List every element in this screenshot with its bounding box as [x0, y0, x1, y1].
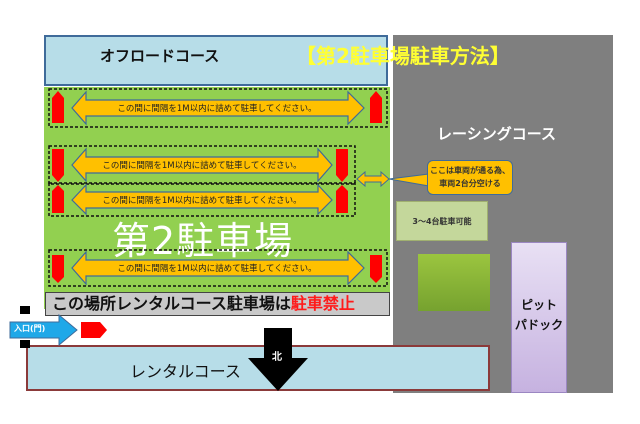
double-arrow-icon [71, 90, 365, 126]
small-parking-label: 3～4台駐車可能 [412, 216, 472, 226]
gate-post-icon [20, 306, 30, 314]
parking-row-2: この間に間隔を1M以内に詰めて駐車してください。 [48, 145, 358, 187]
double-arrow-icon [71, 250, 365, 286]
entrance-label: 入口(門) [14, 324, 46, 333]
parking-row-graphic [48, 145, 356, 185]
row-instruction: この間に間隔を1M以内に詰めて駐車してください。 [117, 264, 317, 274]
red-marker-icon [81, 322, 107, 338]
parking-lot-2-label: 第2駐車場 [112, 219, 294, 263]
red-marker-icon [336, 149, 348, 182]
rental-course-label: レンタルコース [130, 362, 241, 381]
parking-row-3: この間に間隔を1M以内に詰めて駐車してください。 [48, 182, 358, 218]
parking-row-1: この間に間隔を1M以内に詰めて駐車してください。 [48, 88, 390, 130]
pit-label-line-2: パドック [514, 318, 564, 332]
entrance-arrow-icon [9, 314, 78, 346]
parking-row-graphic [48, 88, 388, 128]
parking-row-graphic [48, 182, 356, 217]
callout-line-1: ここは車両が通る為、 [430, 166, 510, 175]
gap-double-arrow-icon [356, 170, 430, 188]
parking-row-4: この間に間隔を1M以内に詰めて駐車してください。 [48, 249, 390, 289]
double-arrow-icon [71, 147, 333, 183]
notice-text: この場所レンタルコース駐車場は [52, 294, 291, 313]
gate-post-icon [20, 340, 30, 348]
small-parking-area: 3～4台駐車可能 [396, 201, 488, 241]
red-marker-icon [370, 255, 382, 283]
red-marker-icon [52, 185, 64, 213]
racing-course-label: レーシングコース [437, 125, 556, 143]
red-marker-icon [370, 91, 382, 123]
row-instruction: この間に間隔を1M以内に詰めて駐車してください。 [102, 196, 302, 206]
red-marker-icon [52, 149, 64, 182]
green-area [418, 254, 490, 311]
page-title: 【第2駐車場駐車方法】 [296, 44, 510, 68]
gap-callout: ここは車両が通る為、 車両2台分空ける [427, 160, 513, 195]
notice-warning: 駐車禁止 [290, 294, 355, 313]
pit-paddock-area: ピット パドック [511, 242, 567, 393]
red-marker-icon [336, 185, 348, 213]
pit-label-line-1: ピット [520, 298, 557, 312]
callout-line-2: 車両2台分空ける [439, 179, 501, 188]
row-instruction: この間に間隔を1M以内に詰めて駐車してください。 [117, 104, 317, 114]
row-instruction: この間に間隔を1M以内に詰めて駐車してください。 [102, 161, 302, 171]
red-marker-icon [52, 255, 64, 283]
red-marker-icon [52, 91, 64, 123]
double-arrow-icon [71, 183, 333, 216]
parking-row-graphic [48, 249, 388, 287]
no-parking-notice: この場所レンタルコース駐車場は駐車禁止 [45, 292, 390, 316]
offroad-course-label: オフロードコース [100, 47, 220, 65]
north-arrow-icon [248, 328, 308, 391]
offroad-course-area [44, 35, 388, 86]
north-label: 北 [272, 352, 282, 363]
